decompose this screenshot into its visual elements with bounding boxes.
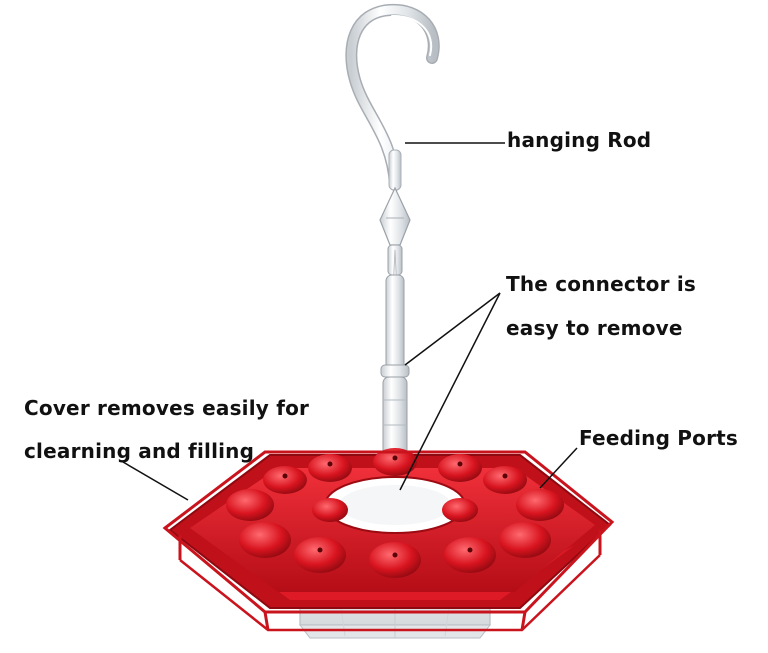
- leader-connector-upper: [404, 292, 501, 366]
- label-connector-line1: The connector is: [506, 272, 696, 296]
- connector: [379, 186, 411, 488]
- perch-ring: [162, 450, 615, 632]
- leader-cover: [122, 461, 189, 501]
- feeding-port: [294, 537, 346, 573]
- feeding-port: [442, 498, 478, 522]
- feeding-port: [373, 448, 417, 476]
- feeding-port: [438, 454, 482, 482]
- feeding-ports: [226, 448, 564, 578]
- label-cover-line2: clearning and filling: [24, 439, 255, 463]
- feeding-port: [312, 498, 348, 522]
- feeding-port: [516, 489, 564, 521]
- label-connector-line2: easy to remove: [506, 316, 683, 340]
- feeding-port: [444, 537, 496, 573]
- feeding-port: [308, 454, 352, 482]
- feeding-port: [263, 466, 307, 494]
- feeding-port: [226, 489, 274, 521]
- label-hanging-rod: hanging Rod: [507, 128, 652, 152]
- feeding-port: [369, 542, 421, 578]
- leader-connector-lower: [399, 292, 501, 491]
- feeding-port: [499, 522, 551, 558]
- annotation-leader-lines: [122, 142, 578, 501]
- feeding-port: [239, 522, 291, 558]
- label-cover-line1: Cover removes easily for: [24, 396, 310, 420]
- label-feeding-ports: Feeding Ports: [579, 426, 738, 450]
- hanging-rod: [345, 3, 440, 191]
- feeding-port: [483, 466, 527, 494]
- leader-feeding-ports: [539, 447, 578, 489]
